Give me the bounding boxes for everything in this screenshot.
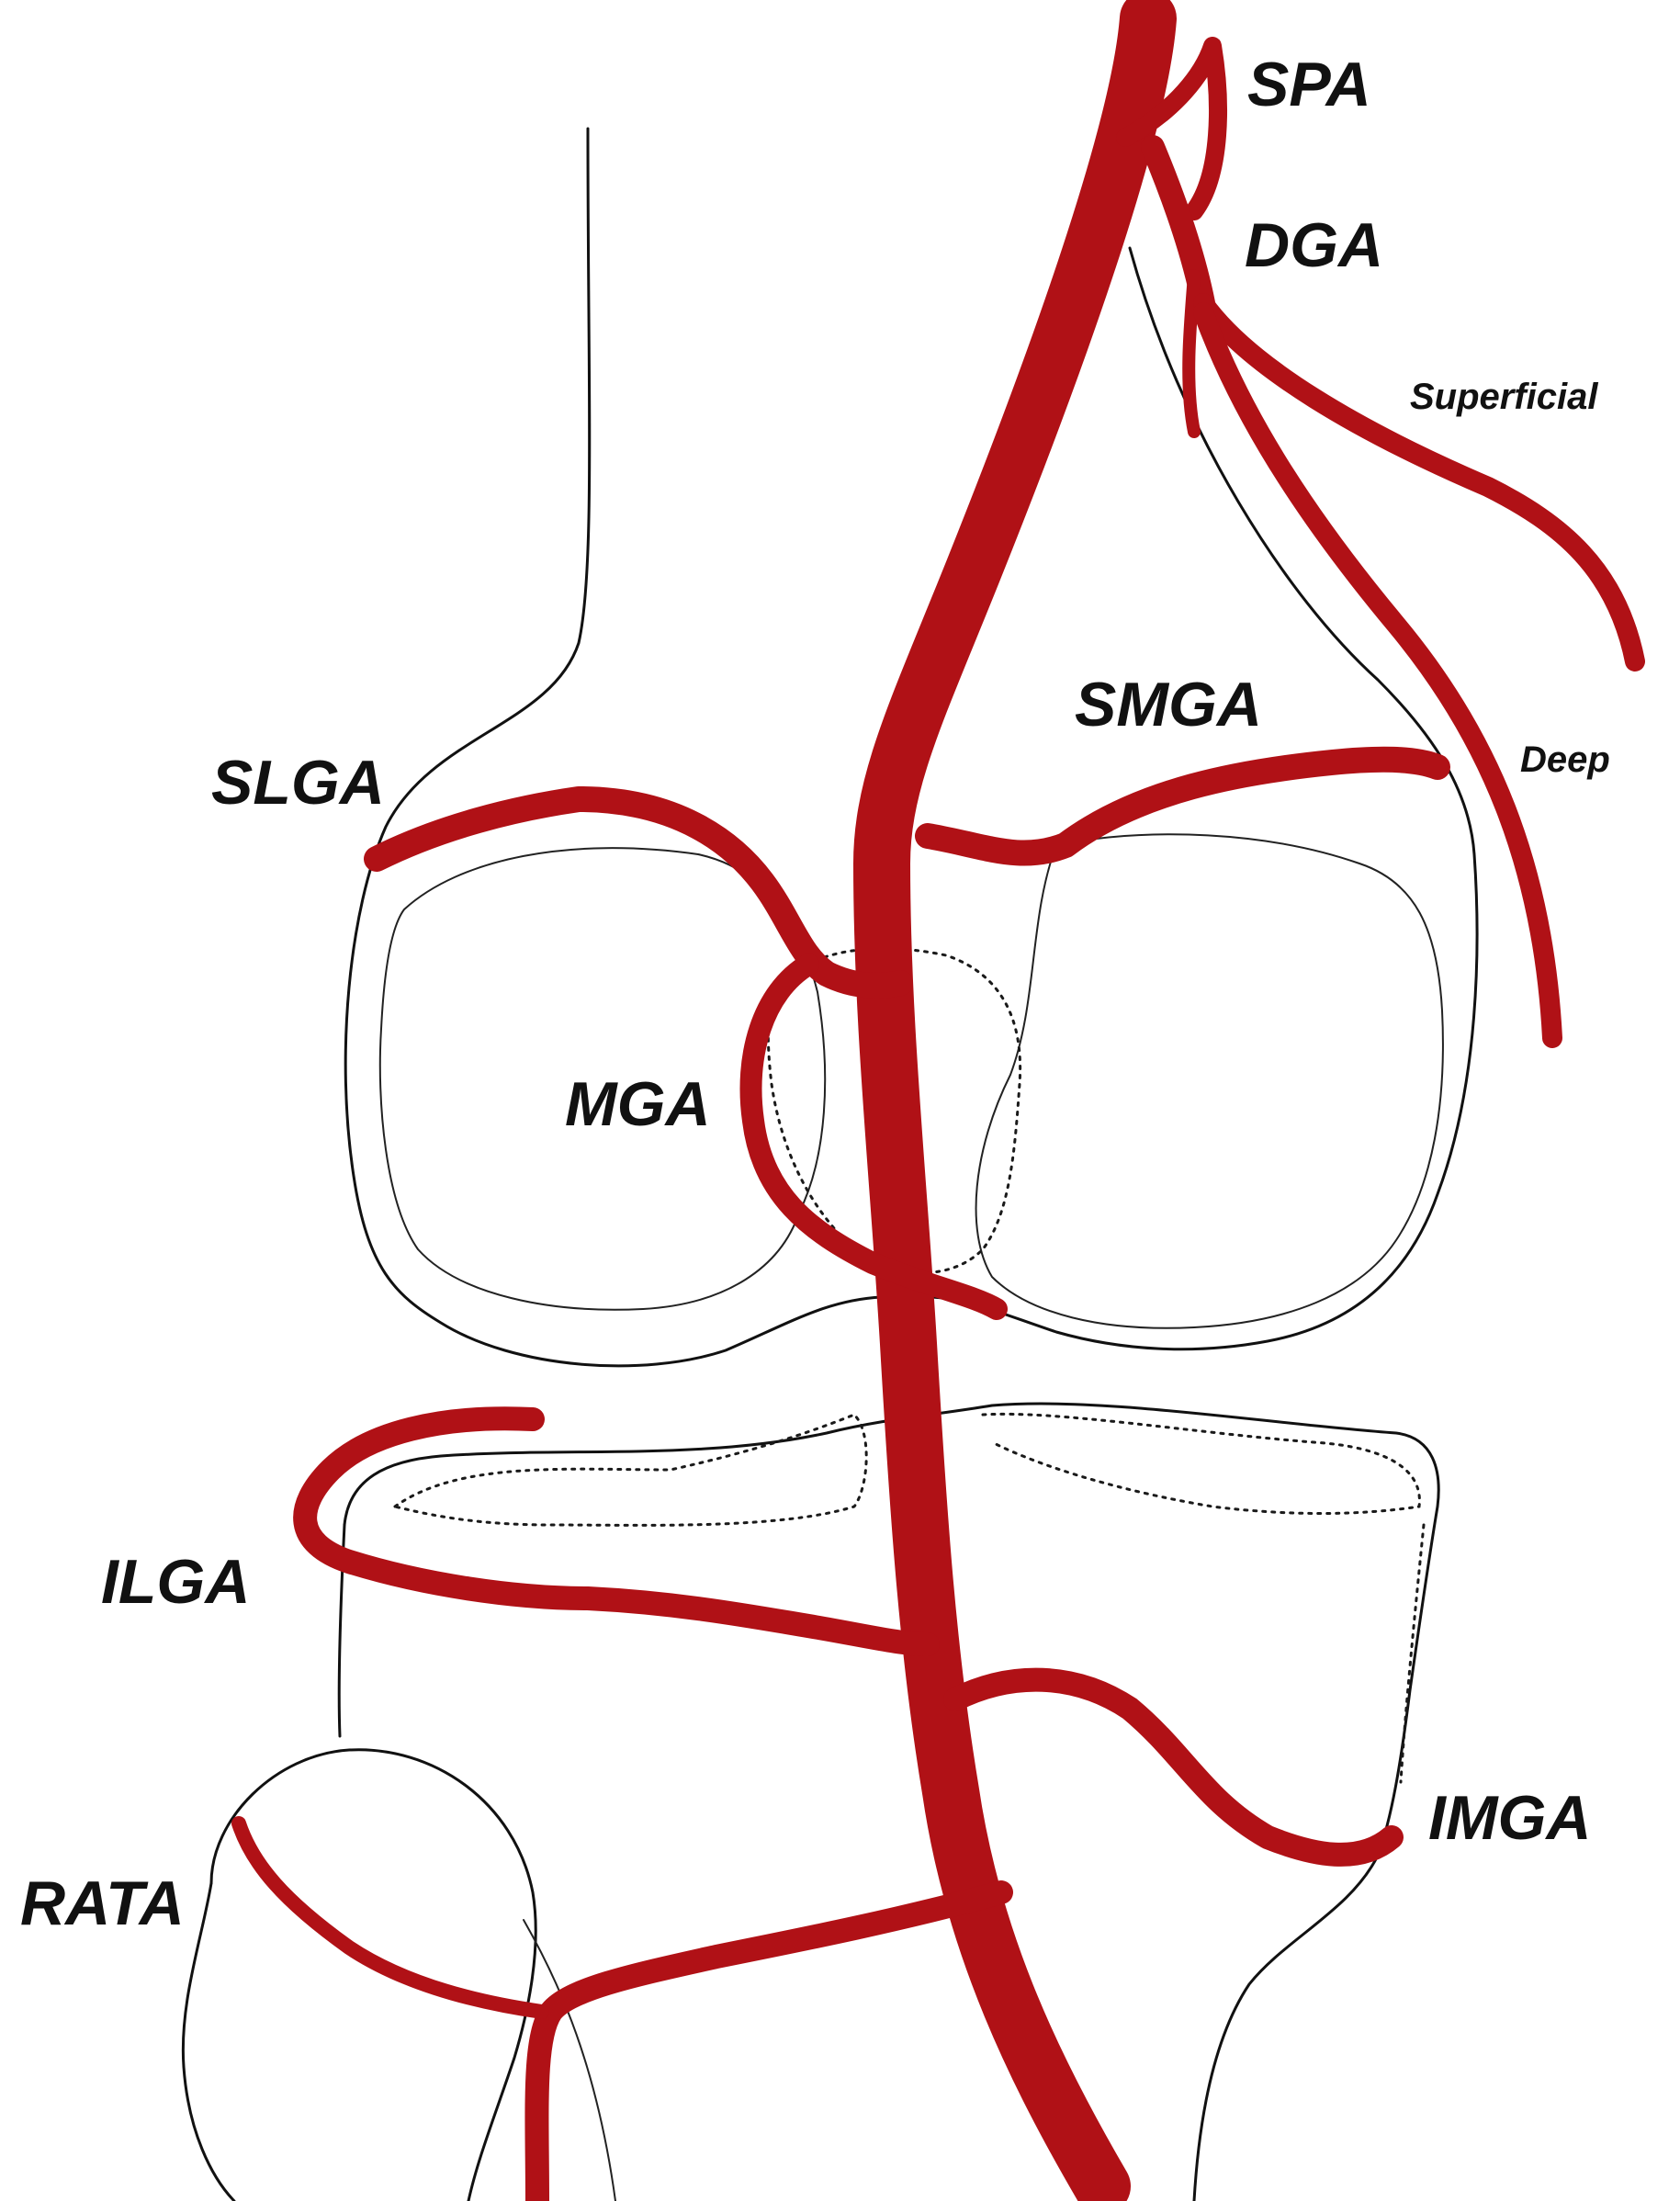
label-ilga: ILGA (101, 1547, 250, 1617)
dga-small-branch (1182, 269, 1201, 438)
fibula-head (209, 1748, 537, 2201)
label-deep: Deep (1520, 739, 1610, 780)
label-mga: MGA (565, 1069, 711, 1139)
tibia-outline (343, 1402, 1440, 2201)
femur-medial-outline (926, 246, 1479, 1351)
smga-artery (915, 746, 1450, 866)
labels: SPA DGA Superficial Deep SMGA SLGA MGA I… (20, 50, 1610, 1938)
medial-plateau (981, 1412, 1421, 1515)
rata-artery (524, 1880, 1013, 2201)
femur-lateral-outline (344, 127, 884, 1368)
dga-superficial-artery (1193, 293, 1645, 672)
arteries (231, 0, 1645, 2201)
rata-recurrent (231, 1816, 549, 2019)
ilga-artery (293, 1406, 940, 1656)
medial-condyle (975, 833, 1444, 1329)
tibia-front-edge (1399, 1523, 1426, 1784)
label-superficial: Superficial (1410, 377, 1598, 417)
label-imga: IMGA (1428, 1783, 1592, 1853)
popliteal-artery (853, 0, 1177, 2201)
intercondylar-notch (766, 947, 1022, 1274)
lateral-plateau (393, 1413, 868, 1527)
dga-deep-artery (1193, 302, 1562, 1048)
label-dga: DGA (1245, 210, 1383, 280)
lateral-condyle (378, 847, 827, 1311)
label-smga: SMGA (1075, 670, 1262, 739)
bone-outlines (181, 127, 1479, 2201)
label-spa: SPA (1247, 50, 1371, 119)
slga-artery (364, 786, 913, 999)
fibula-inner (523, 1919, 616, 2201)
label-slga: SLGA (211, 748, 385, 818)
mga-artery (739, 954, 1008, 1320)
spa-artery (1116, 37, 1227, 220)
label-rata: RATA (20, 1868, 185, 1938)
fibula-lateral-side (181, 1881, 236, 2201)
imga-artery (943, 1667, 1404, 1867)
